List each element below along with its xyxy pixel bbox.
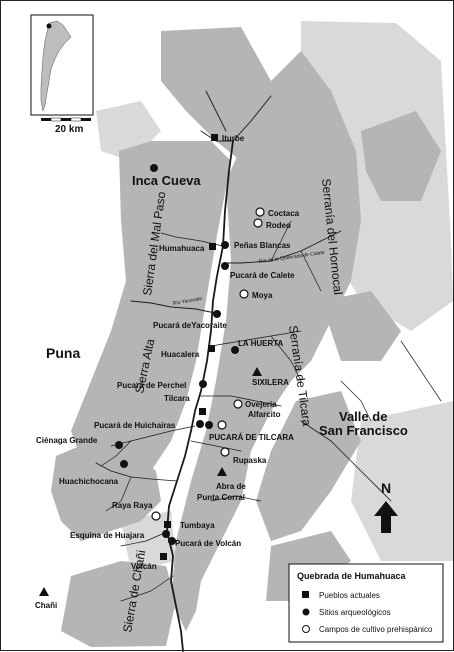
north-arrow-shape — [374, 501, 398, 533]
site-marker-pucara-calete — [221, 262, 229, 270]
town-marker-iturbe — [211, 134, 218, 141]
scale-bar: 20 km — [41, 117, 91, 135]
label-pucara-tilcara: PUCARÁ DE TILCARA — [209, 433, 294, 442]
town-marker-volcan — [160, 553, 167, 560]
inset-locator-map — [30, 14, 94, 116]
legend-open-circle-icon — [302, 625, 310, 633]
label-cienaga-grande: Ciénaga Grande — [36, 436, 98, 445]
label-volcan: Volcán — [131, 562, 157, 571]
legend: Quebrada de Humahuaca Pueblos actuales S… — [288, 563, 444, 643]
site-marker-pucara-huichairas — [196, 420, 204, 428]
field-marker-raya-raya — [151, 511, 161, 521]
town-markers — [160, 134, 218, 560]
label-pucara-perchel: Pucará de Perchel — [117, 381, 186, 390]
region-valle-line1: Valle de — [339, 409, 387, 424]
peak-marker-chani — [39, 587, 49, 596]
label-sixilera: SIXILERA — [252, 378, 289, 387]
label-tilcara: Tilcara — [164, 394, 190, 403]
label-la-huerta: LA HUERTA — [238, 339, 284, 348]
label-humahuaca: Humahuaca — [159, 244, 205, 253]
site-marker-esquina-huajara — [162, 530, 170, 538]
label-inca-cueva: Inca Cueva — [132, 173, 201, 188]
label-ovejeria: Ovejería — [245, 400, 277, 409]
legend-item-label: Sitios arqueológicos — [319, 608, 391, 617]
legend-filled-circle-icon — [302, 608, 310, 616]
label-huachichocana: Huachichocana — [59, 477, 119, 486]
peak-marker-punta-corral — [217, 467, 227, 476]
field-marker-rupaska — [220, 447, 230, 457]
argentina-outline — [40, 20, 72, 112]
river-yacoraite-label: Río Yacoraite — [172, 296, 203, 307]
site-marker-huachichocana — [120, 460, 128, 468]
site-marker-inca-cueva — [150, 164, 158, 172]
site-marker-pucara-volcan — [168, 537, 176, 545]
field-marker-rodeo — [253, 218, 263, 228]
peak-marker-sixilera — [252, 367, 262, 376]
north-arrow: N — [374, 480, 398, 533]
field-marker-alfarcito — [217, 420, 227, 430]
region-valle-line2: San Francisco — [319, 423, 408, 438]
site-marker-la-huerta — [231, 346, 239, 354]
town-marker-tilcara — [199, 408, 206, 415]
label-raya-raya: Raya Raya — [112, 501, 153, 510]
label-chani: Chañi — [35, 601, 57, 610]
field-marker-ovejeria — [233, 399, 243, 409]
legend-item-label: Campos de cultivo prehispánico — [319, 625, 433, 634]
river-network — [95, 90, 442, 652]
legend-item-label: Pueblos actuales — [319, 591, 380, 600]
field-marker-moya — [239, 289, 249, 299]
peak-markers — [39, 367, 262, 596]
town-marker-huacalera — [208, 345, 215, 352]
label-iturbe: Iturbe — [222, 134, 245, 143]
label-rupaska: Rupaska — [233, 456, 267, 465]
region-puna: Puna — [46, 345, 80, 361]
field-marker-coctaca — [255, 207, 265, 217]
label-huacalera: Huacalera — [161, 350, 200, 359]
site-marker-cienaga-grande — [115, 441, 123, 449]
town-marker-tumbaya — [164, 521, 171, 528]
site-marker-penas-blancas — [221, 241, 229, 249]
legend-square-icon — [302, 591, 309, 598]
site-marker-pucara-tilcara — [205, 421, 213, 429]
label-coctaca: Coctaca — [268, 209, 300, 218]
label-abra-line1: Abra de — [216, 482, 246, 491]
label-tumbaya: Tumbaya — [180, 521, 215, 530]
north-label: N — [381, 480, 391, 496]
site-marker-pucara-yacoraite — [213, 310, 221, 318]
label-pucara-yacoraite: Pucará deYacoraite — [153, 321, 227, 330]
label-esquina-huajara: Esquina de Huajara — [70, 531, 145, 540]
place-labels: Iturbe Inca Cueva Coctaca Rodeo Humahuac… — [35, 134, 300, 610]
label-rodeo: Rodeo — [266, 221, 291, 230]
label-pucara-calete: Pucará de Calete — [230, 271, 295, 280]
label-moya: Moya — [252, 291, 273, 300]
field-markers — [151, 207, 265, 521]
label-alfarcito: Alfarcito — [248, 410, 281, 419]
label-pucara-huichairas: Pucará de Huichairas — [94, 421, 176, 430]
label-pucara-volcan: Pucará de Volcán — [175, 539, 241, 548]
scale-label: 20 km — [55, 124, 83, 135]
label-penas-blancas: Peñas Blancas — [234, 241, 291, 250]
study-area-marker — [46, 23, 52, 29]
site-markers — [115, 164, 239, 545]
legend-title: Quebrada de Humahuaca — [297, 571, 407, 581]
town-marker-humahuaca — [209, 243, 216, 250]
site-marker-pucara-perchel — [199, 380, 207, 388]
relief-dark — [51, 27, 441, 647]
label-abra-line2: Punta Corral — [197, 493, 245, 502]
